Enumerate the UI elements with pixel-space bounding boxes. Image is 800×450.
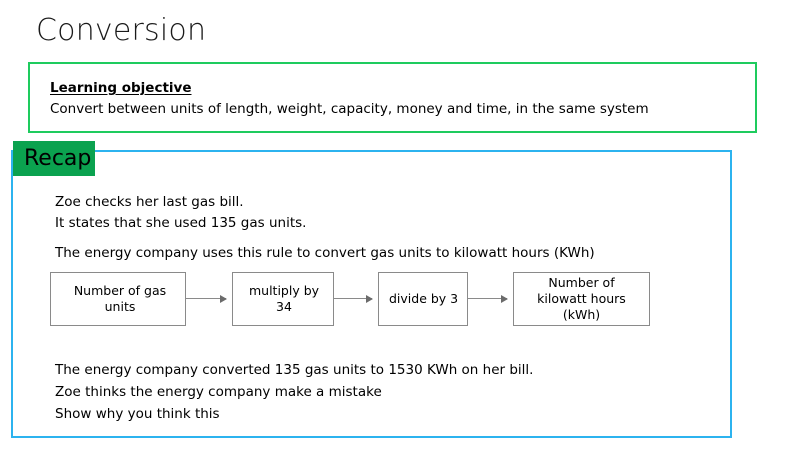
- recap-intro-line-1: Zoe checks her last gas bill.: [55, 194, 244, 210]
- recap-rule-line: The energy company uses this rule to con…: [55, 245, 595, 261]
- flowchart-arrow-1: [186, 294, 227, 303]
- learning-objective-text: Convert between units of length, weight,…: [50, 101, 649, 117]
- flowchart-box-divide: divide by 3: [378, 272, 468, 326]
- recap-badge: Recap: [13, 141, 95, 176]
- learning-objective-heading: Learning objective: [50, 80, 192, 96]
- recap-intro-line-2: It states that she used 135 gas units.: [55, 215, 307, 231]
- page-title: Conversion: [36, 13, 207, 48]
- flowchart-arrow-2: [334, 294, 373, 303]
- recap-outro-line-2: Zoe thinks the energy company make a mis…: [55, 384, 382, 400]
- recap-outro-line-3: Show why you think this: [55, 406, 220, 422]
- flowchart-box-input: Number of gas units: [50, 272, 186, 326]
- learning-objective-panel: Learning objective Convert between units…: [28, 62, 757, 133]
- flowchart-box-multiply: multiply by 34: [232, 272, 334, 326]
- recap-outro-line-1: The energy company converted 135 gas uni…: [55, 362, 534, 378]
- flowchart-arrow-3: [468, 294, 508, 303]
- recap-badge-label: Recap: [24, 146, 92, 171]
- conversion-flowchart: Number of gas units multiply by 34 divid…: [50, 272, 660, 326]
